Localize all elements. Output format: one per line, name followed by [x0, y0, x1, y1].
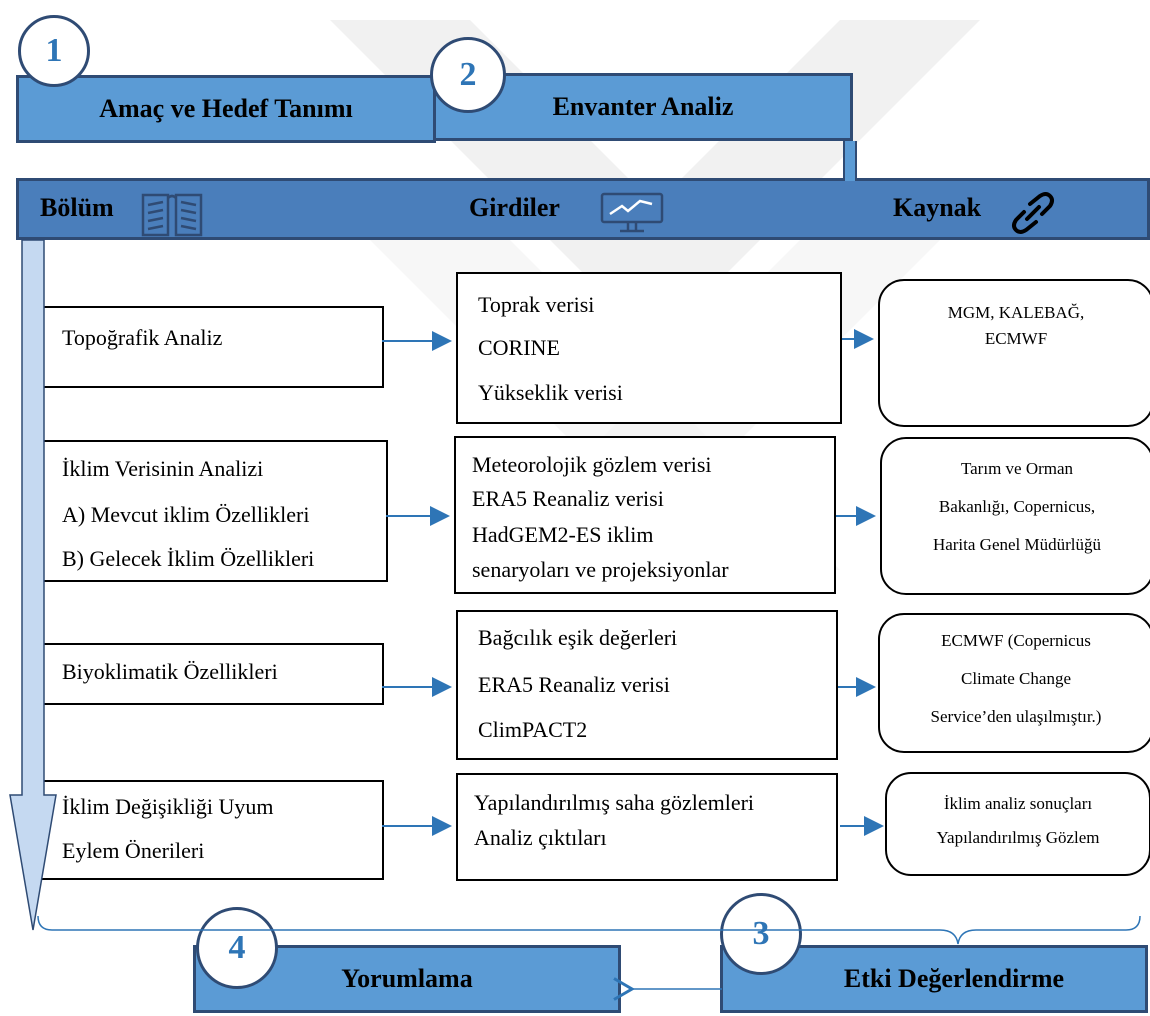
source-line: Harita Genel Müdürlüğü [932, 535, 1102, 554]
input-line: ERA5 Reanaliz verisi [478, 672, 670, 697]
inputs-box-bioclimatic: Bağcılık eşik değerleri ERA5 Reanaliz ve… [456, 610, 838, 760]
step-3-badge: 3 [720, 893, 802, 975]
source-line: İklim analiz sonuçları [943, 794, 1093, 813]
header-col-inputs: Girdiler [469, 193, 560, 222]
inputs-box-climate: Meteorolojik gözlem verisi ERA5 Reanaliz… [454, 436, 836, 594]
step-2-badge: 2 [430, 37, 506, 113]
step-1-number: 1 [45, 32, 63, 69]
monitor-chart-icon [600, 192, 664, 233]
source-box-topography: MGM, KALEBAĞ, ECMWF [878, 279, 1150, 427]
source-line: ECMWF [984, 329, 1048, 348]
section-line: B) Gelecek İklim Özellikleri [62, 546, 315, 571]
input-line: CORINE [478, 335, 560, 360]
section-box-topography: Topoğrafik Analiz [40, 306, 384, 388]
source-line: Yapılandırılmış Gözlem [936, 828, 1100, 847]
step-2-number: 2 [459, 56, 477, 93]
section-line: A) Mevcut iklim Özellikleri [62, 502, 310, 527]
source-line: MGM, KALEBAĞ, [947, 303, 1085, 322]
section-box-climate: İklim Verisinin Analizi A) Mevcut iklim … [40, 440, 388, 582]
step-4-badge: 4 [196, 907, 278, 989]
step-2-label: Envanter Analiz [552, 92, 734, 121]
source-box-climate: Tarım ve Orman Bakanlığı, Copernicus, Ha… [880, 437, 1150, 595]
source-line: ECMWF (Copernicus [941, 631, 1091, 650]
input-line: Yapılandırılmış saha gözlemleri [474, 790, 755, 815]
inputs-box-adaptation: Yapılandırılmış saha gözlemleri Analiz ç… [456, 773, 838, 881]
step-3-label: Etki Değerlendirme [843, 964, 1065, 993]
input-line: HadGEM2-ES iklim [472, 522, 654, 547]
input-line: senaryoları ve projeksiyonlar [472, 557, 729, 582]
input-line: Meteorolojik gözlem verisi [472, 452, 712, 477]
header-col-section: Bölüm [40, 193, 114, 222]
section-line: İklim Verisinin Analizi [62, 456, 264, 481]
side-progress-arrow [9, 239, 57, 931]
source-line: Tarım ve Orman [960, 459, 1074, 478]
section-line: Topoğrafik Analiz [62, 325, 223, 350]
step-1-label: Amaç ve Hedef Tanımı [99, 94, 353, 123]
inputs-box-topography: Toprak verisi CORINE Yükseklik verisi [456, 272, 842, 424]
step-1-box: Amaç ve Hedef Tanımı [16, 75, 436, 143]
section-box-bioclimatic: Biyoklimatik Özellikleri [40, 643, 384, 705]
chain-link-icon [1012, 192, 1054, 234]
input-line: Analiz çıktıları [474, 825, 607, 850]
input-line: Toprak verisi [478, 292, 595, 317]
source-line: Bakanlığı, Copernicus, [938, 497, 1096, 516]
source-box-adaptation: İklim analiz sonuçları Yapılandırılmış G… [885, 772, 1150, 876]
bottom-brace [37, 915, 1141, 945]
input-line: ERA5 Reanaliz verisi [472, 486, 664, 511]
step-2-connector [843, 141, 857, 181]
header-bar [16, 178, 1150, 240]
step-1-badge: 1 [18, 15, 90, 87]
input-line: Bağcılık eşik değerleri [478, 625, 678, 650]
header-col-source: Kaynak [893, 193, 982, 222]
section-line: Eylem Önerileri [62, 838, 205, 863]
step-4-number: 4 [228, 929, 246, 966]
source-line: Climate Change [960, 669, 1071, 688]
step-3-number: 3 [752, 915, 770, 952]
source-box-bioclimatic: ECMWF (Copernicus Climate Change Service… [878, 613, 1150, 753]
book-icon [141, 193, 203, 237]
section-box-adaptation: İklim Değişikliği Uyum Eylem Önerileri [40, 780, 384, 880]
input-line: Yükseklik verisi [478, 380, 623, 405]
source-line: Service’den ulaşılmıştır.) [930, 707, 1102, 726]
input-line: ClimPACT2 [478, 717, 588, 742]
step-4-label: Yorumlama [341, 964, 473, 993]
section-line: İklim Değişikliği Uyum [62, 794, 274, 819]
section-line: Biyoklimatik Özellikleri [62, 659, 278, 684]
